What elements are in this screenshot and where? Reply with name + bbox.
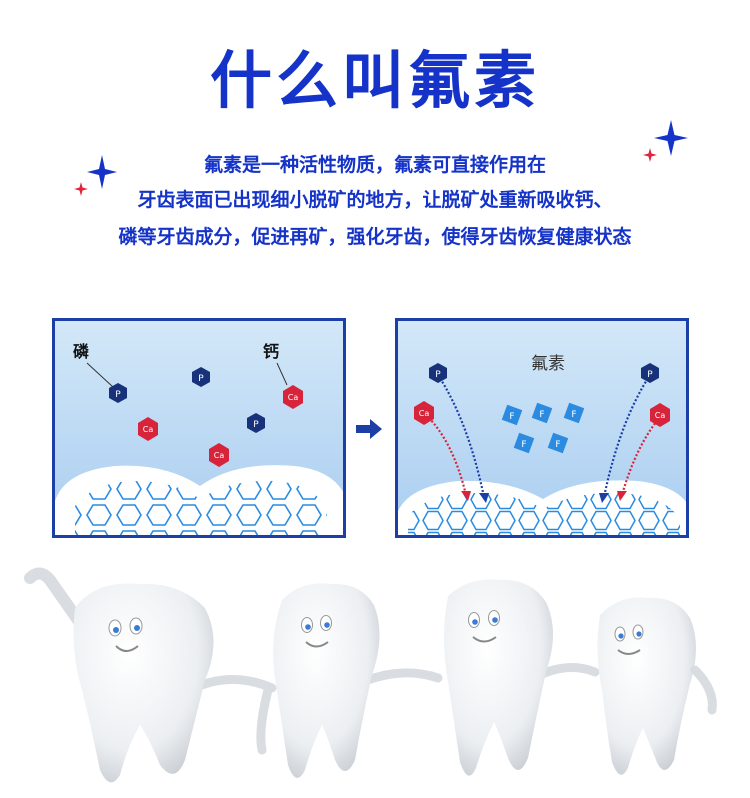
page-title: 什么叫氟素 bbox=[209, 44, 540, 117]
svg-text:P: P bbox=[647, 370, 653, 380]
phosphorus-atom: P bbox=[192, 367, 210, 387]
description-line-1: 氟素是一种活性物质，氟素可直接作用在 bbox=[203, 154, 546, 176]
after-panel: 氟素 P P Ca Ca F bbox=[395, 318, 689, 538]
phosphorus-atom: P bbox=[247, 413, 265, 433]
svg-text:Ca: Ca bbox=[419, 409, 430, 418]
svg-text:P: P bbox=[198, 374, 204, 384]
phosphorus-atom: P bbox=[641, 363, 659, 383]
calcium-atom: Ca bbox=[283, 385, 303, 409]
svg-text:Ca: Ca bbox=[143, 425, 154, 434]
sparkle-icon bbox=[654, 120, 688, 156]
before-illustration: 磷 钙 P P P Ca Ca Ca bbox=[55, 342, 343, 535]
fluoride-label: 氟素 bbox=[531, 354, 565, 374]
fluoride-atom: F bbox=[563, 402, 585, 424]
phosphorus-atom: P bbox=[429, 363, 447, 383]
svg-text:Ca: Ca bbox=[288, 393, 299, 402]
svg-text:F: F bbox=[509, 412, 514, 422]
calcium-atom: Ca bbox=[138, 417, 158, 441]
cartoon-teeth-illustration bbox=[24, 567, 717, 783]
svg-text:F: F bbox=[539, 410, 544, 420]
svg-text:Ca: Ca bbox=[655, 411, 666, 420]
svg-text:F: F bbox=[555, 440, 560, 450]
calcium-atom: Ca bbox=[650, 403, 670, 427]
sparkle-icon bbox=[643, 148, 657, 162]
calcium-label: 钙 bbox=[263, 342, 279, 361]
fluoride-atom: F bbox=[547, 432, 569, 454]
calcium-atom: Ca bbox=[414, 401, 434, 425]
svg-text:P: P bbox=[435, 370, 441, 380]
arrow-right-icon bbox=[356, 419, 382, 439]
phosphorus-atom: P bbox=[109, 383, 127, 403]
phosphorus-label: 磷 bbox=[73, 342, 90, 361]
svg-text:Ca: Ca bbox=[214, 451, 225, 460]
description-line-3: 磷等牙齿成分，促进再矿，强化牙齿，使得牙齿恢复健康状态 bbox=[118, 226, 632, 248]
cartoon-tooth bbox=[444, 579, 553, 776]
sparkle-icon bbox=[74, 182, 88, 196]
before-panel: 磷 钙 P P P Ca Ca Ca bbox=[52, 318, 346, 538]
svg-text:P: P bbox=[253, 420, 259, 430]
cartoon-tooth bbox=[24, 567, 214, 783]
svg-text:F: F bbox=[571, 410, 576, 420]
fluoride-atom: F bbox=[513, 432, 535, 454]
cartoon-tooth bbox=[256, 583, 380, 778]
description-line-2: 牙齿表面已出现细小脱矿的地方，让脱矿处重新吸收钙、 bbox=[137, 189, 613, 211]
after-illustration: 氟素 P P Ca Ca F bbox=[398, 354, 686, 535]
fluoride-atom: F bbox=[531, 402, 553, 424]
cartoon-tooth bbox=[597, 597, 717, 775]
calcium-atom: Ca bbox=[209, 443, 229, 467]
fluoride-atom: F bbox=[501, 404, 523, 426]
svg-text:F: F bbox=[521, 440, 526, 450]
svg-text:P: P bbox=[115, 390, 121, 400]
sparkle-icon bbox=[87, 155, 117, 189]
